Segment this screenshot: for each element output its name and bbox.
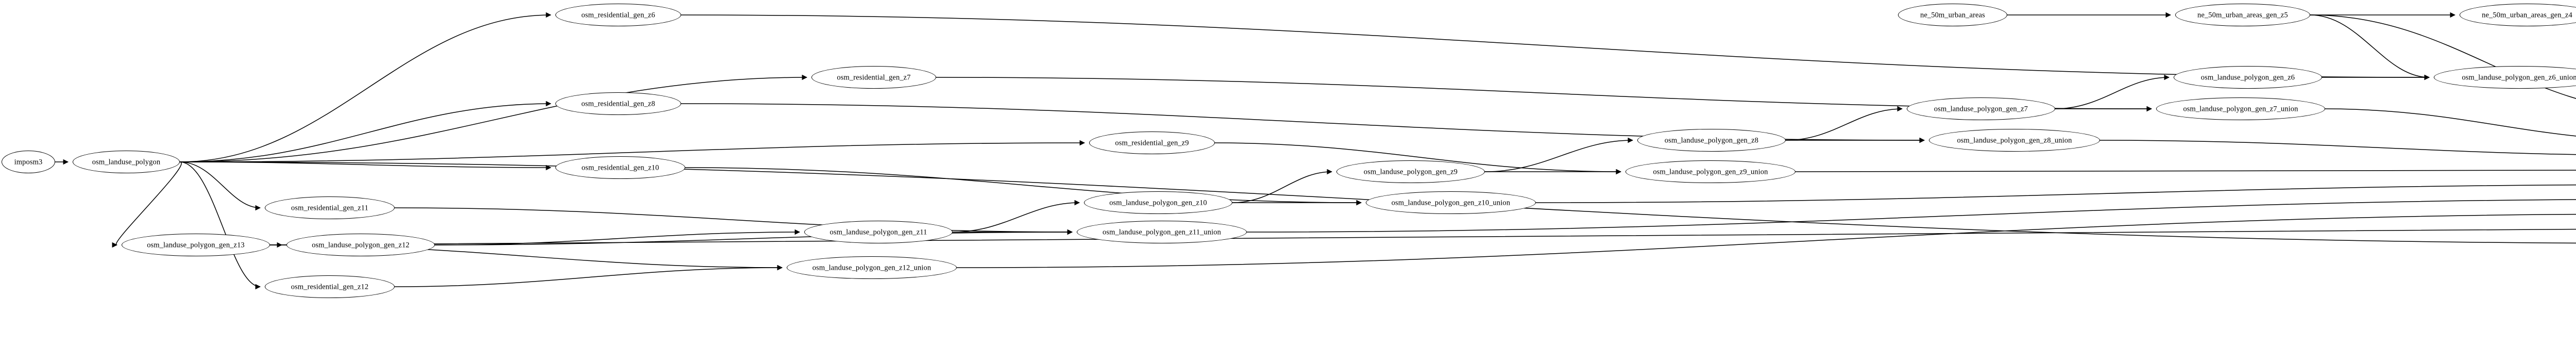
graph-node-label: osm_landuse_polygon_gen_z12 bbox=[312, 241, 410, 250]
graph-edge-osm_landuse_polygon_gen_z12-to-osm_landuse_polygon_gen_z11 bbox=[434, 229, 801, 245]
graph-node-osm_landuse_polygon_gen_z11[interactable]: osm_landuse_polygon_gen_z11 bbox=[804, 221, 953, 243]
graph-edge-osm_residential_gen_z11-to-osm_landuse_polygon_gen_z11_union bbox=[394, 207, 1073, 235]
graph-node-osm_landuse_polygon_gen_z12[interactable]: osm_landuse_polygon_gen_z12 bbox=[286, 234, 435, 256]
graph-node-label: osm_landuse_polygon_gen_z9 bbox=[1363, 168, 1458, 176]
graph-node-imposm3[interactable]: imposm3 bbox=[2, 151, 55, 173]
graph-node-ne_50m_urban_areas[interactable]: ne_50m_urban_areas bbox=[1898, 4, 2007, 26]
graph-node-osm_landuse_polygon_gen_z6_union[interactable]: osm_landuse_polygon_gen_z6_union bbox=[2434, 66, 2576, 89]
graph-edge-osm_landuse_polygon-to-osm_residential_gen_z7 bbox=[179, 74, 808, 162]
graph-edge-osm_landuse_polygon_gen_z9_union-to-layer_landuse-z9 bbox=[1795, 170, 2576, 172]
graph-node-label: osm_landuse_polygon_gen_z10 bbox=[1109, 199, 1207, 207]
graph-node-label: osm_landuse_polygon_gen_z11_union bbox=[1103, 228, 1221, 237]
graph-node-osm_landuse_polygon[interactable]: osm_landuse_polygon bbox=[73, 151, 180, 173]
graph-edge-osm_landuse_polygon_gen_z11-to-osm_landuse_polygon_gen_z10 bbox=[952, 200, 1080, 233]
graph-node-label: osm_landuse_polygon_gen_z7_union bbox=[2183, 105, 2298, 113]
graph-node-label: osm_landuse_polygon_gen_z8 bbox=[1664, 136, 1759, 145]
graph-node-label: osm_residential_gen_z12 bbox=[291, 283, 369, 291]
graph-edge-osm_landuse_polygon-to-osm_landuse_polygon_gen_z13 bbox=[112, 161, 182, 248]
graph-node-label: osm_landuse_polygon_gen_z13 bbox=[147, 241, 245, 250]
graph-node-label: osm_landuse_polygon_gen_z12_union bbox=[812, 264, 931, 272]
graph-node-osm_landuse_polygon_gen_z7_union[interactable]: osm_landuse_polygon_gen_z7_union bbox=[2156, 97, 2325, 120]
graph-edge-osm_landuse_polygon_gen_z9-to-osm_landuse_polygon_gen_z8 bbox=[1484, 137, 1634, 172]
graph-node-label: osm_landuse_polygon_gen_z10_union bbox=[1391, 199, 1511, 207]
graph-edge-osm_landuse_polygon_gen_z8_union-to-layer_landuse-z8 bbox=[2099, 140, 2576, 155]
graph-node-label: ne_50m_urban_areas bbox=[1920, 11, 1985, 20]
graph-node-label: osm_residential_gen_z11 bbox=[291, 204, 368, 212]
graph-node-osm_landuse_polygon_gen_z11_union[interactable]: osm_landuse_polygon_gen_z11_union bbox=[1077, 221, 1247, 243]
graph-edge-osm_residential_gen_z10-to-osm_landuse_polygon_gen_z10_union bbox=[685, 167, 1362, 206]
graph-node-osm_residential_gen_z11[interactable]: osm_residential_gen_z11 bbox=[265, 196, 395, 219]
graph-edge-osm_landuse_polygon-to-osm_residential_gen_z8 bbox=[179, 101, 552, 162]
graph-node-label: ne_50m_urban_areas_gen_z4 bbox=[2482, 11, 2572, 20]
graph-node-osm_residential_gen_z10[interactable]: osm_residential_gen_z10 bbox=[555, 156, 685, 179]
graph-node-label: osm_landuse_polygon bbox=[92, 158, 161, 167]
graph-edge-osm_landuse_polygon-to-osm_residential_gen_z11 bbox=[179, 161, 261, 211]
graph-edge-osm_residential_gen_z6-to-osm_landuse_polygon_gen_z6_union bbox=[681, 14, 2430, 80]
graph-node-osm_landuse_polygon_gen_z10[interactable]: osm_landuse_polygon_gen_z10 bbox=[1084, 191, 1232, 214]
graph-node-osm_residential_gen_z7[interactable]: osm_residential_gen_z7 bbox=[811, 66, 936, 89]
graph-node-label: osm_residential_gen_z8 bbox=[581, 100, 655, 108]
graph-node-label: osm_landuse_polygon_gen_z11 bbox=[829, 228, 927, 237]
graph-edge-osm_residential_gen_z12-to-osm_landuse_polygon_gen_z12_union bbox=[394, 265, 783, 287]
graph-node-osm_landuse_polygon_gen_z7[interactable]: osm_landuse_polygon_gen_z7 bbox=[1907, 97, 2055, 120]
graph-node-label: osm_residential_gen_z9 bbox=[1115, 139, 1189, 147]
graph-edge-osm_landuse_polygon_gen_z7_union-to-layer_landuse-z7 bbox=[2325, 108, 2576, 137]
graph-node-label: imposm3 bbox=[14, 158, 43, 167]
graph-edge-osm_landuse_polygon-to-osm_residential_gen_z12 bbox=[179, 161, 261, 290]
graph-edge-osm_landuse_polygon_gen_z13-to-layer_landuse-z13 bbox=[269, 228, 2576, 245]
graph-node-osm_residential_gen_z12[interactable]: osm_residential_gen_z12 bbox=[265, 275, 395, 298]
graph-edge-ne_50m_urban_areas_gen_z5-to-layer_landuse-z5 bbox=[2310, 14, 2576, 99]
graph-edge-osm_landuse_polygon_gen_z10-to-osm_landuse_polygon_gen_z9 bbox=[1232, 169, 1333, 203]
graph-node-osm_landuse_polygon_gen_z13[interactable]: osm_landuse_polygon_gen_z13 bbox=[122, 234, 270, 256]
graph-node-osm_landuse_polygon_gen_z8[interactable]: osm_landuse_polygon_gen_z8 bbox=[1637, 129, 1786, 152]
graph-node-osm_residential_gen_z9[interactable]: osm_residential_gen_z9 bbox=[1089, 131, 1215, 154]
graph-node-label: ne_50m_urban_areas_gen_z5 bbox=[2197, 11, 2288, 20]
graph-node-label: osm_residential_gen_z10 bbox=[581, 163, 659, 172]
graph-edge-osm_landuse_polygon_gen_z10_union-to-layer_landuse-z10 bbox=[1535, 184, 2576, 203]
graph-edge-osm_landuse_polygon-to-osm_residential_gen_z6 bbox=[179, 12, 552, 162]
graph-node-osm_landuse_polygon_gen_z9[interactable]: osm_landuse_polygon_gen_z9 bbox=[1336, 160, 1485, 183]
graph-node-osm_residential_gen_z8[interactable]: osm_residential_gen_z8 bbox=[555, 92, 681, 115]
graph-node-osm_residential_gen_z6[interactable]: osm_residential_gen_z6 bbox=[555, 4, 681, 26]
graph-node-label: osm_landuse_polygon_gen_z9_union bbox=[1653, 168, 1768, 176]
graph-node-osm_landuse_polygon_gen_z8_union[interactable]: osm_landuse_polygon_gen_z8_union bbox=[1929, 129, 2100, 152]
graph-node-osm_landuse_polygon_gen_z6[interactable]: osm_landuse_polygon_gen_z6 bbox=[2174, 66, 2322, 89]
graph-node-label: osm_residential_gen_z6 bbox=[581, 11, 655, 20]
graph-edge-osm_landuse_polygon_gen_z12-to-osm_landuse_polygon_gen_z11_union bbox=[434, 229, 1073, 245]
graph-node-label: osm_landuse_polygon_gen_z7 bbox=[1934, 105, 2028, 113]
graph-edge-osm_landuse_polygon_gen_z7-to-osm_landuse_polygon_gen_z6 bbox=[2055, 74, 2170, 109]
graph-node-label: osm_residential_gen_z7 bbox=[837, 73, 911, 82]
graph-node-label: osm_landuse_polygon_gen_z6_union bbox=[2462, 73, 2576, 82]
graph-node-label: osm_landuse_polygon_gen_z6 bbox=[2200, 73, 2295, 82]
graph-node-ne_50m_urban_areas_gen_z5[interactable]: ne_50m_urban_areas_gen_z5 bbox=[2175, 4, 2310, 26]
graph-node-label: osm_landuse_polygon_gen_z8_union bbox=[1957, 136, 2072, 145]
graph-edge-ne_50m_urban_areas_gen_z5-to-osm_landuse_polygon_gen_z6_union bbox=[2310, 14, 2430, 80]
graph-edge-osm_landuse_polygon-to-osm_residential_gen_z10 bbox=[179, 161, 552, 171]
graph-node-osm_landuse_polygon_gen_z9_union[interactable]: osm_landuse_polygon_gen_z9_union bbox=[1625, 160, 1795, 183]
graph-node-osm_landuse_polygon_gen_z10_union[interactable]: osm_landuse_polygon_gen_z10_union bbox=[1366, 191, 1536, 214]
graph-node-osm_landuse_polygon_gen_z12_union[interactable]: osm_landuse_polygon_gen_z12_union bbox=[787, 256, 957, 279]
graph-edge-osm_landuse_polygon_gen_z8-to-osm_landuse_polygon_gen_z7 bbox=[1785, 106, 1903, 141]
graph-node-ne_50m_urban_areas_gen_z4[interactable]: ne_50m_urban_areas_gen_z4 bbox=[2460, 4, 2576, 26]
